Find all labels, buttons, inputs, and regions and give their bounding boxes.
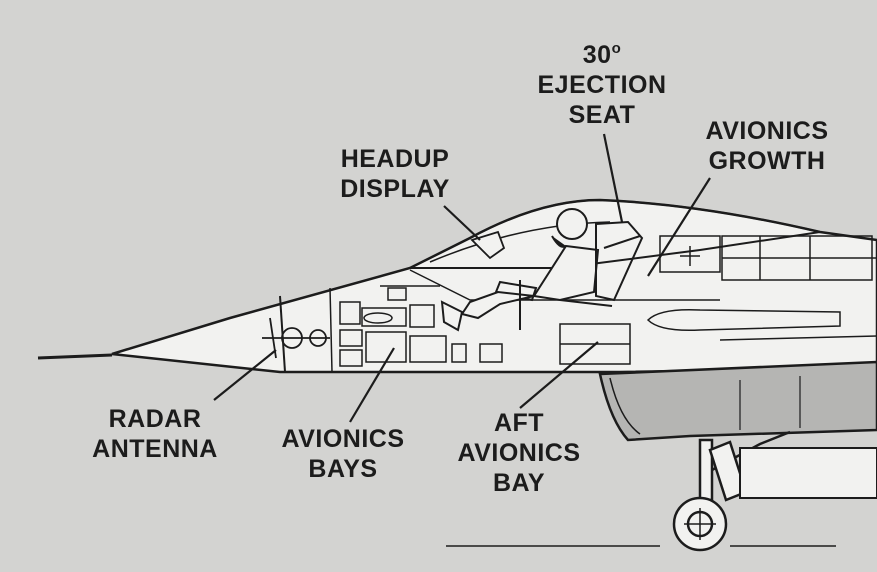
- canopy-frame: [409, 221, 720, 301]
- engine-intake: [598, 360, 877, 442]
- pilot-figure: [440, 208, 600, 332]
- pitot-probe: [37, 353, 113, 360]
- leader-avionics-growth: [647, 177, 711, 277]
- label-aft-avionics-bay: AFT AVIONICS BAY: [457, 409, 581, 497]
- leader-aft-avionics-bay: [519, 341, 599, 409]
- leader-avionics-bays: [349, 347, 395, 423]
- avionics-bay-boxes: [339, 285, 503, 367]
- label-avionics-growth: AVIONICS GROWTH: [705, 117, 829, 175]
- gear-door: [739, 447, 877, 499]
- canopy: [409, 198, 821, 269]
- label-avionics-bays: AVIONICS BAYS: [281, 425, 405, 483]
- leader-lines: [213, 133, 711, 423]
- label-headup-display: HEADUP DISPLAY: [340, 145, 450, 203]
- label-ejection-seat: 30o EJECTION SEAT: [518, 34, 686, 130]
- avionics-growth-area: [659, 235, 877, 281]
- ejection-seat: [559, 220, 644, 307]
- leader-ejection-seat: [602, 133, 624, 223]
- leader-radar-antenna: [213, 349, 277, 401]
- label-radar-antenna: RADAR ANTENNA: [92, 405, 218, 463]
- leader-headup-display: [443, 205, 481, 241]
- nose-landing-gear: [672, 430, 791, 552]
- label-ejection-seat-angle-line: 30o: [582, 40, 622, 69]
